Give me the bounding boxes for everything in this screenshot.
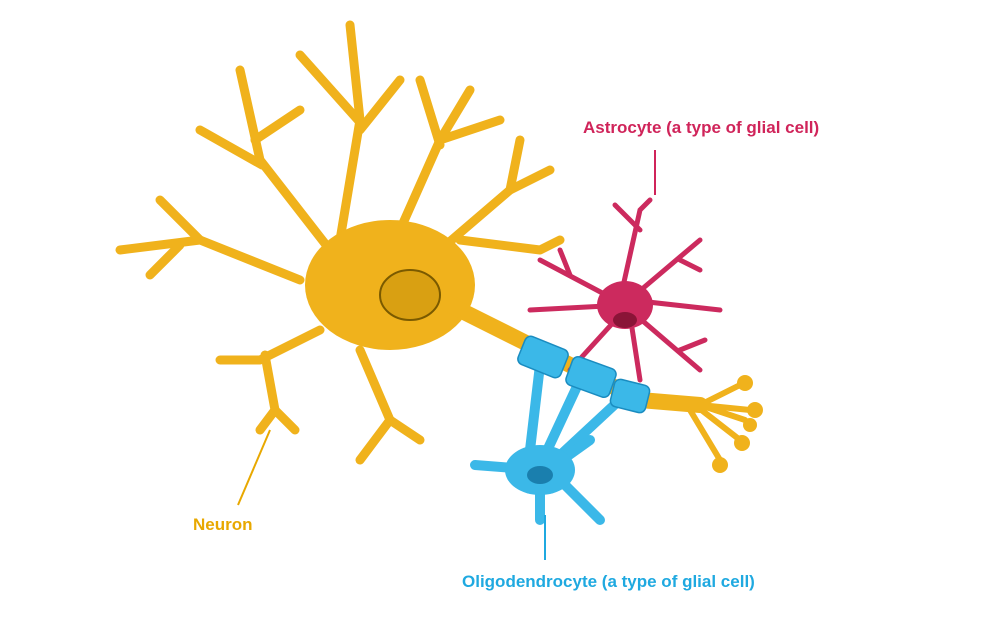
- astrocyte-label: Astrocyte (a type of glial cell): [583, 118, 820, 137]
- oligodendrocyte: [470, 335, 651, 525]
- neuron-label: Neuron: [193, 515, 253, 534]
- oligodendrocyte-label: Oligodendrocyte (a type of glial cell): [462, 572, 755, 591]
- neuron-axon: [432, 292, 708, 413]
- neuron: [115, 20, 763, 473]
- astrocyte-nucleus: [613, 312, 637, 328]
- myelin-sheaths: [517, 335, 651, 414]
- neuron-leader-line: [237, 429, 271, 506]
- oligodendrocyte-nucleus: [527, 466, 553, 484]
- axon-terminals: [687, 382, 753, 463]
- neuron-nucleus: [379, 269, 441, 321]
- neuron-dendrites: [115, 20, 565, 465]
- astrocyte: [527, 197, 723, 383]
